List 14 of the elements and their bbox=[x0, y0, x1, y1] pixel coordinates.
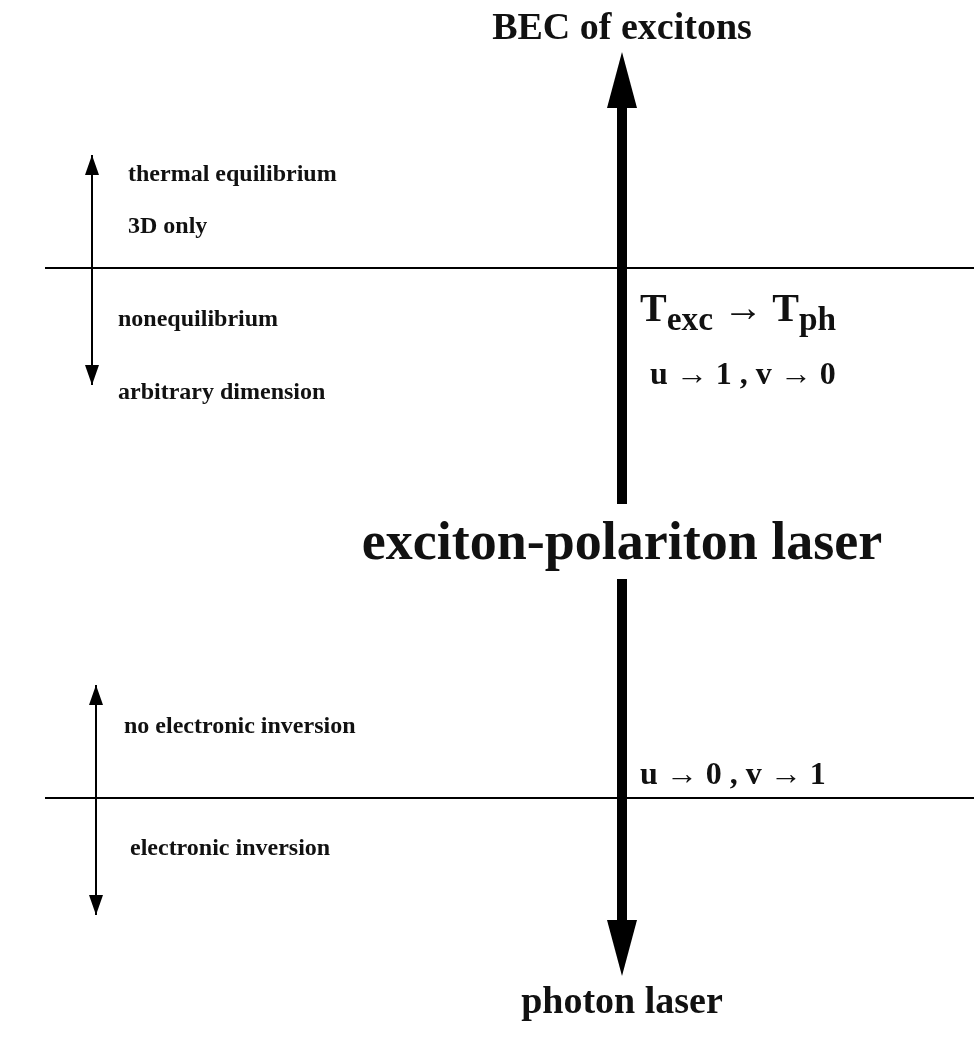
node-label: exciton-polariton laser bbox=[361, 512, 883, 572]
arrow bbox=[607, 52, 637, 504]
annotation-text: no electronic inversion bbox=[124, 712, 356, 740]
annotation-text: u → 1 , v → 0 bbox=[650, 355, 836, 392]
node-label: BEC of excitons bbox=[492, 6, 752, 48]
annotation-text: nonequilibrium bbox=[118, 305, 279, 333]
annotation-text: electronic inversion bbox=[130, 834, 331, 862]
annotation-text: thermal equilibrium bbox=[128, 160, 337, 188]
arrow bbox=[607, 579, 637, 976]
annotation-text: u → 0 , v → 1 bbox=[640, 755, 826, 792]
node-label: photon laser bbox=[521, 980, 723, 1022]
annotation-text: arbitrary dimension bbox=[118, 378, 326, 406]
annotation-text: T$_{exc}$ → T$_{ph}$ bbox=[640, 285, 836, 339]
annotation-text: 3D only bbox=[128, 212, 208, 240]
